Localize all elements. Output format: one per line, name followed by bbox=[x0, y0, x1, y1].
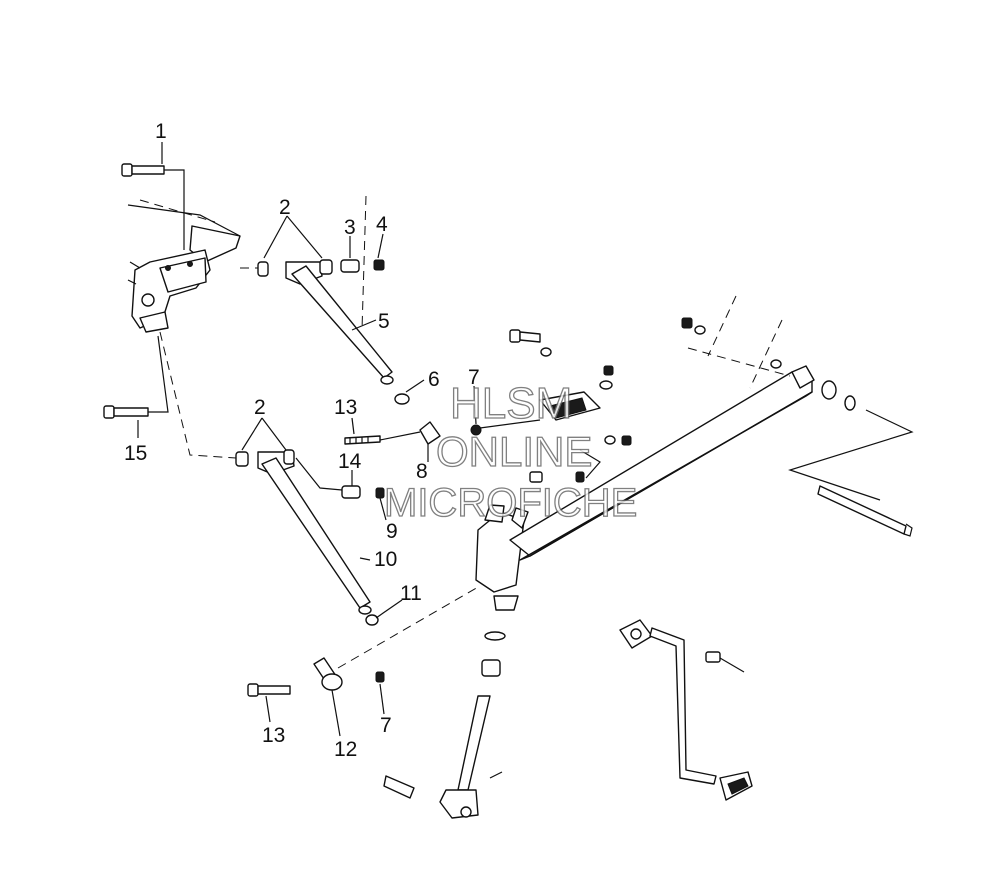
callout-2-lower: 2 bbox=[254, 396, 266, 419]
callout-1: 1 bbox=[155, 120, 167, 143]
callout-4: 4 bbox=[376, 213, 388, 236]
spindle-assembly bbox=[383, 504, 529, 819]
upper-right-hardware bbox=[681, 295, 791, 389]
callout-8: 8 bbox=[416, 460, 428, 483]
watermark-line-1: HLSM bbox=[450, 379, 572, 428]
callout-5: 5 bbox=[378, 310, 390, 333]
watermark-line-2: ONLINE bbox=[436, 428, 592, 475]
lower-a-arm bbox=[159, 331, 385, 626]
callout-13-middle: 13 bbox=[334, 396, 357, 419]
watermark-line-3: MICROFICHE bbox=[384, 481, 637, 525]
callout-13-lower: 13 bbox=[262, 724, 285, 747]
tie-rod-end bbox=[247, 585, 481, 697]
callout-9: 9 bbox=[386, 520, 398, 543]
callout-14: 14 bbox=[338, 450, 362, 473]
leader-lines bbox=[137, 142, 477, 737]
callout-3: 3 bbox=[344, 216, 356, 239]
steering-linkage bbox=[379, 419, 541, 445]
upper-a-arm bbox=[240, 195, 410, 405]
callout-7-middle: 7 bbox=[468, 366, 480, 389]
frame-bracket bbox=[127, 199, 241, 333]
bolt-1 bbox=[121, 163, 185, 250]
callout-12: 12 bbox=[334, 738, 357, 761]
callout-11: 11 bbox=[400, 582, 422, 605]
watermark: HLSM ONLINE MICROFICHE bbox=[383, 378, 638, 525]
bolt-15 bbox=[103, 335, 169, 419]
pivot-bracket bbox=[509, 329, 632, 483]
callout-6: 6 bbox=[428, 368, 440, 391]
swing-arm bbox=[509, 365, 914, 561]
callout-2-upper: 2 bbox=[279, 196, 291, 219]
callout-15: 15 bbox=[124, 442, 147, 465]
brake-pedal bbox=[619, 619, 753, 801]
callout-10: 10 bbox=[374, 548, 397, 571]
callout-7-lower: 7 bbox=[380, 714, 392, 737]
callout-labels: 1 2 3 4 5 6 7 13 2 8 14 15 9 10 11 13 12… bbox=[124, 120, 480, 761]
